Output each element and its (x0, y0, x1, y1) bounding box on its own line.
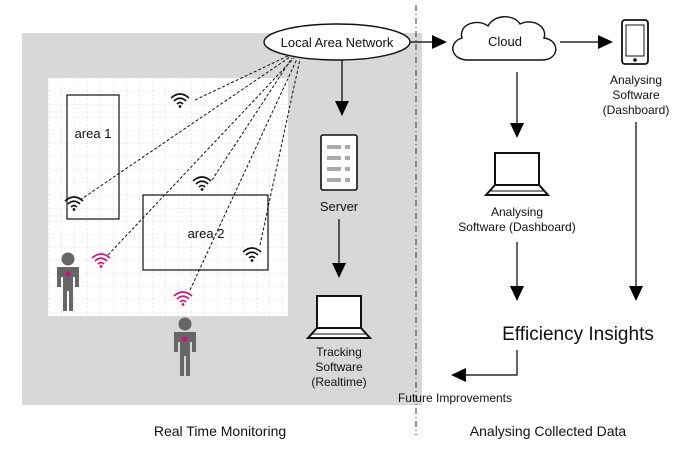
tracking-label-3: (Realtime) (311, 375, 366, 389)
area-1-label: area 1 (75, 126, 112, 141)
lan-label: Local Area Network (281, 35, 394, 50)
tracking-label-1: Tracking (316, 345, 362, 359)
floor-grid (48, 78, 288, 316)
arrow-head (629, 286, 643, 301)
area-2-box (142, 194, 269, 271)
signal-lines (79, 54, 301, 291)
arrow-head (598, 35, 613, 49)
tracking-label-2: Software (315, 360, 363, 374)
section-right-caption: Analysing Collected Data (470, 423, 627, 439)
arrow-head (451, 368, 466, 382)
server-label: Server (320, 199, 359, 214)
cloud-label: Cloud (488, 34, 522, 49)
insights-label: Efficiency Insights (502, 324, 654, 345)
future-label: Future Improvements (398, 391, 512, 405)
laptop-icon (485, 152, 549, 196)
area-1-box (66, 94, 120, 220)
tablet-label-1: Analysing (610, 73, 662, 87)
tablet-label-2: Software (612, 88, 660, 102)
arrow-head (335, 101, 349, 116)
server-icon (320, 134, 358, 191)
arrow-insights-future (462, 350, 518, 376)
cloud-icon (452, 16, 557, 61)
arrow-head (432, 35, 447, 49)
tablet-label-3: (Dashboard) (603, 103, 670, 117)
laptop-label-1: Analysing (491, 205, 543, 219)
section-left-caption: Real Time Monitoring (154, 423, 286, 439)
arrow-head (510, 123, 524, 138)
arrow-head (510, 286, 524, 301)
laptop-icon (307, 295, 371, 339)
area-2-label: area 2 (188, 226, 225, 241)
arrow-head (332, 263, 346, 278)
laptop-label-2: Software (Dashboard) (458, 220, 575, 234)
tablet-icon (621, 19, 649, 65)
